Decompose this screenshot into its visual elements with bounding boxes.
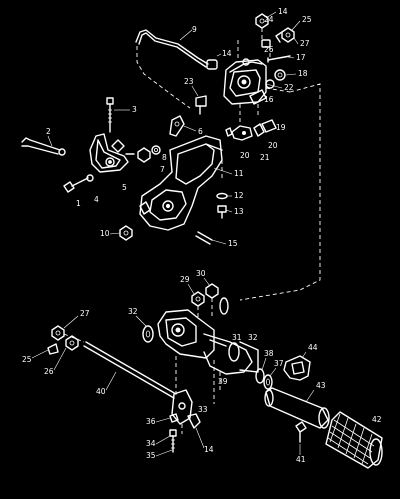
callout-27-top: 27: [300, 39, 310, 48]
callout-7: 7: [160, 165, 165, 174]
pin-15: [195, 231, 213, 245]
left-bracket-assembly: [89, 133, 161, 173]
pin-and-bushing: [249, 55, 291, 105]
callout-40: 40: [96, 387, 106, 396]
callout-3: 3: [132, 105, 137, 114]
callout-15: 15: [228, 239, 238, 248]
callout-22: 22: [284, 83, 294, 92]
callout-6: 6: [198, 127, 203, 136]
callout-29: 29: [180, 275, 190, 284]
callout-43: 43: [316, 381, 326, 390]
callout-37: 37: [274, 359, 284, 368]
callout-20-right: 20: [268, 141, 278, 150]
lower-left-fasteners: [47, 325, 85, 355]
callout-9: 9: [192, 25, 197, 34]
callout-24: 24: [264, 15, 274, 24]
callout-20-left: 20: [240, 151, 250, 160]
washer-32-left: [142, 325, 154, 343]
callout-14-top: 14: [222, 49, 232, 58]
callout-25-top: 25: [302, 15, 312, 24]
lower-bracket-33: [169, 389, 201, 453]
callout-1: 1: [76, 199, 81, 208]
tiller-tube-43: [264, 387, 330, 429]
callout-35: 35: [146, 451, 156, 460]
callout-38: 38: [264, 349, 274, 358]
tube-and-washer-32-right: [228, 341, 259, 373]
callout-4: 4: [94, 195, 99, 204]
centerline-39: [175, 356, 221, 404]
screw-41: [295, 421, 307, 443]
callout-36: 36: [146, 417, 156, 426]
callout-8: 8: [162, 153, 167, 162]
link-end-fitting: [206, 53, 222, 70]
nut-washer-29-30: [191, 283, 229, 320]
callout-33: 33: [198, 405, 208, 414]
callout-23: 23: [184, 77, 194, 86]
sleeve-44: [283, 355, 311, 381]
callout-14-bottom: 14: [204, 445, 214, 454]
callout-14-upper-right: 14: [278, 7, 288, 16]
callout-32-left: 32: [128, 307, 138, 316]
callout-12: 12: [234, 191, 244, 200]
callout-31: 31: [232, 333, 242, 342]
callout-10: 10: [100, 229, 110, 238]
rod-40: [83, 341, 177, 399]
assembly-guide-lines-right: [239, 83, 321, 301]
upper-linkage-plate: [223, 40, 267, 105]
callout-17: 17: [296, 53, 306, 62]
callout-25-bottom: 25: [22, 355, 32, 364]
callout-34: 34: [146, 439, 156, 448]
throttle-link-rod: [135, 29, 209, 109]
callout-2: 2: [46, 127, 51, 136]
small-link-6: [169, 115, 185, 137]
callout-13: 13: [234, 207, 244, 216]
callout-18: 18: [298, 69, 308, 78]
callout-41: 41: [296, 455, 306, 464]
callout-19: 19: [276, 123, 286, 132]
callout-11: 11: [234, 169, 244, 178]
callout-labels: 9 14 14 24 25 26 27 17 18 22 16 23 6 19 …: [22, 7, 382, 464]
callout-5: 5: [122, 183, 127, 192]
upper-right-fasteners: [255, 13, 295, 58]
callout-21: 21: [260, 153, 270, 162]
callout-39: 39: [218, 377, 228, 386]
callout-27-bottom: 27: [80, 309, 90, 318]
screw-1: [63, 174, 94, 193]
nut-10: [119, 225, 133, 241]
screw-23: [195, 95, 207, 115]
callout-32-right: 32: [248, 333, 258, 342]
callout-44: 44: [308, 343, 318, 352]
washer-12-screw-13: [216, 192, 228, 219]
bracket-19-20-21: [225, 119, 277, 141]
washers-37-38: [255, 368, 273, 390]
callout-30: 30: [196, 269, 206, 278]
callout-26-bottom: 26: [44, 367, 54, 376]
callout-42: 42: [372, 415, 382, 424]
grip-knurl-pattern: [327, 413, 375, 465]
callout-16: 16: [264, 95, 274, 104]
cable-end-2: [21, 137, 66, 156]
grip-42: [325, 411, 383, 469]
housing-31: [157, 309, 253, 375]
main-bracket-11: [139, 135, 223, 231]
callout-26-top: 26: [264, 45, 274, 54]
bolt-3: [106, 97, 114, 133]
